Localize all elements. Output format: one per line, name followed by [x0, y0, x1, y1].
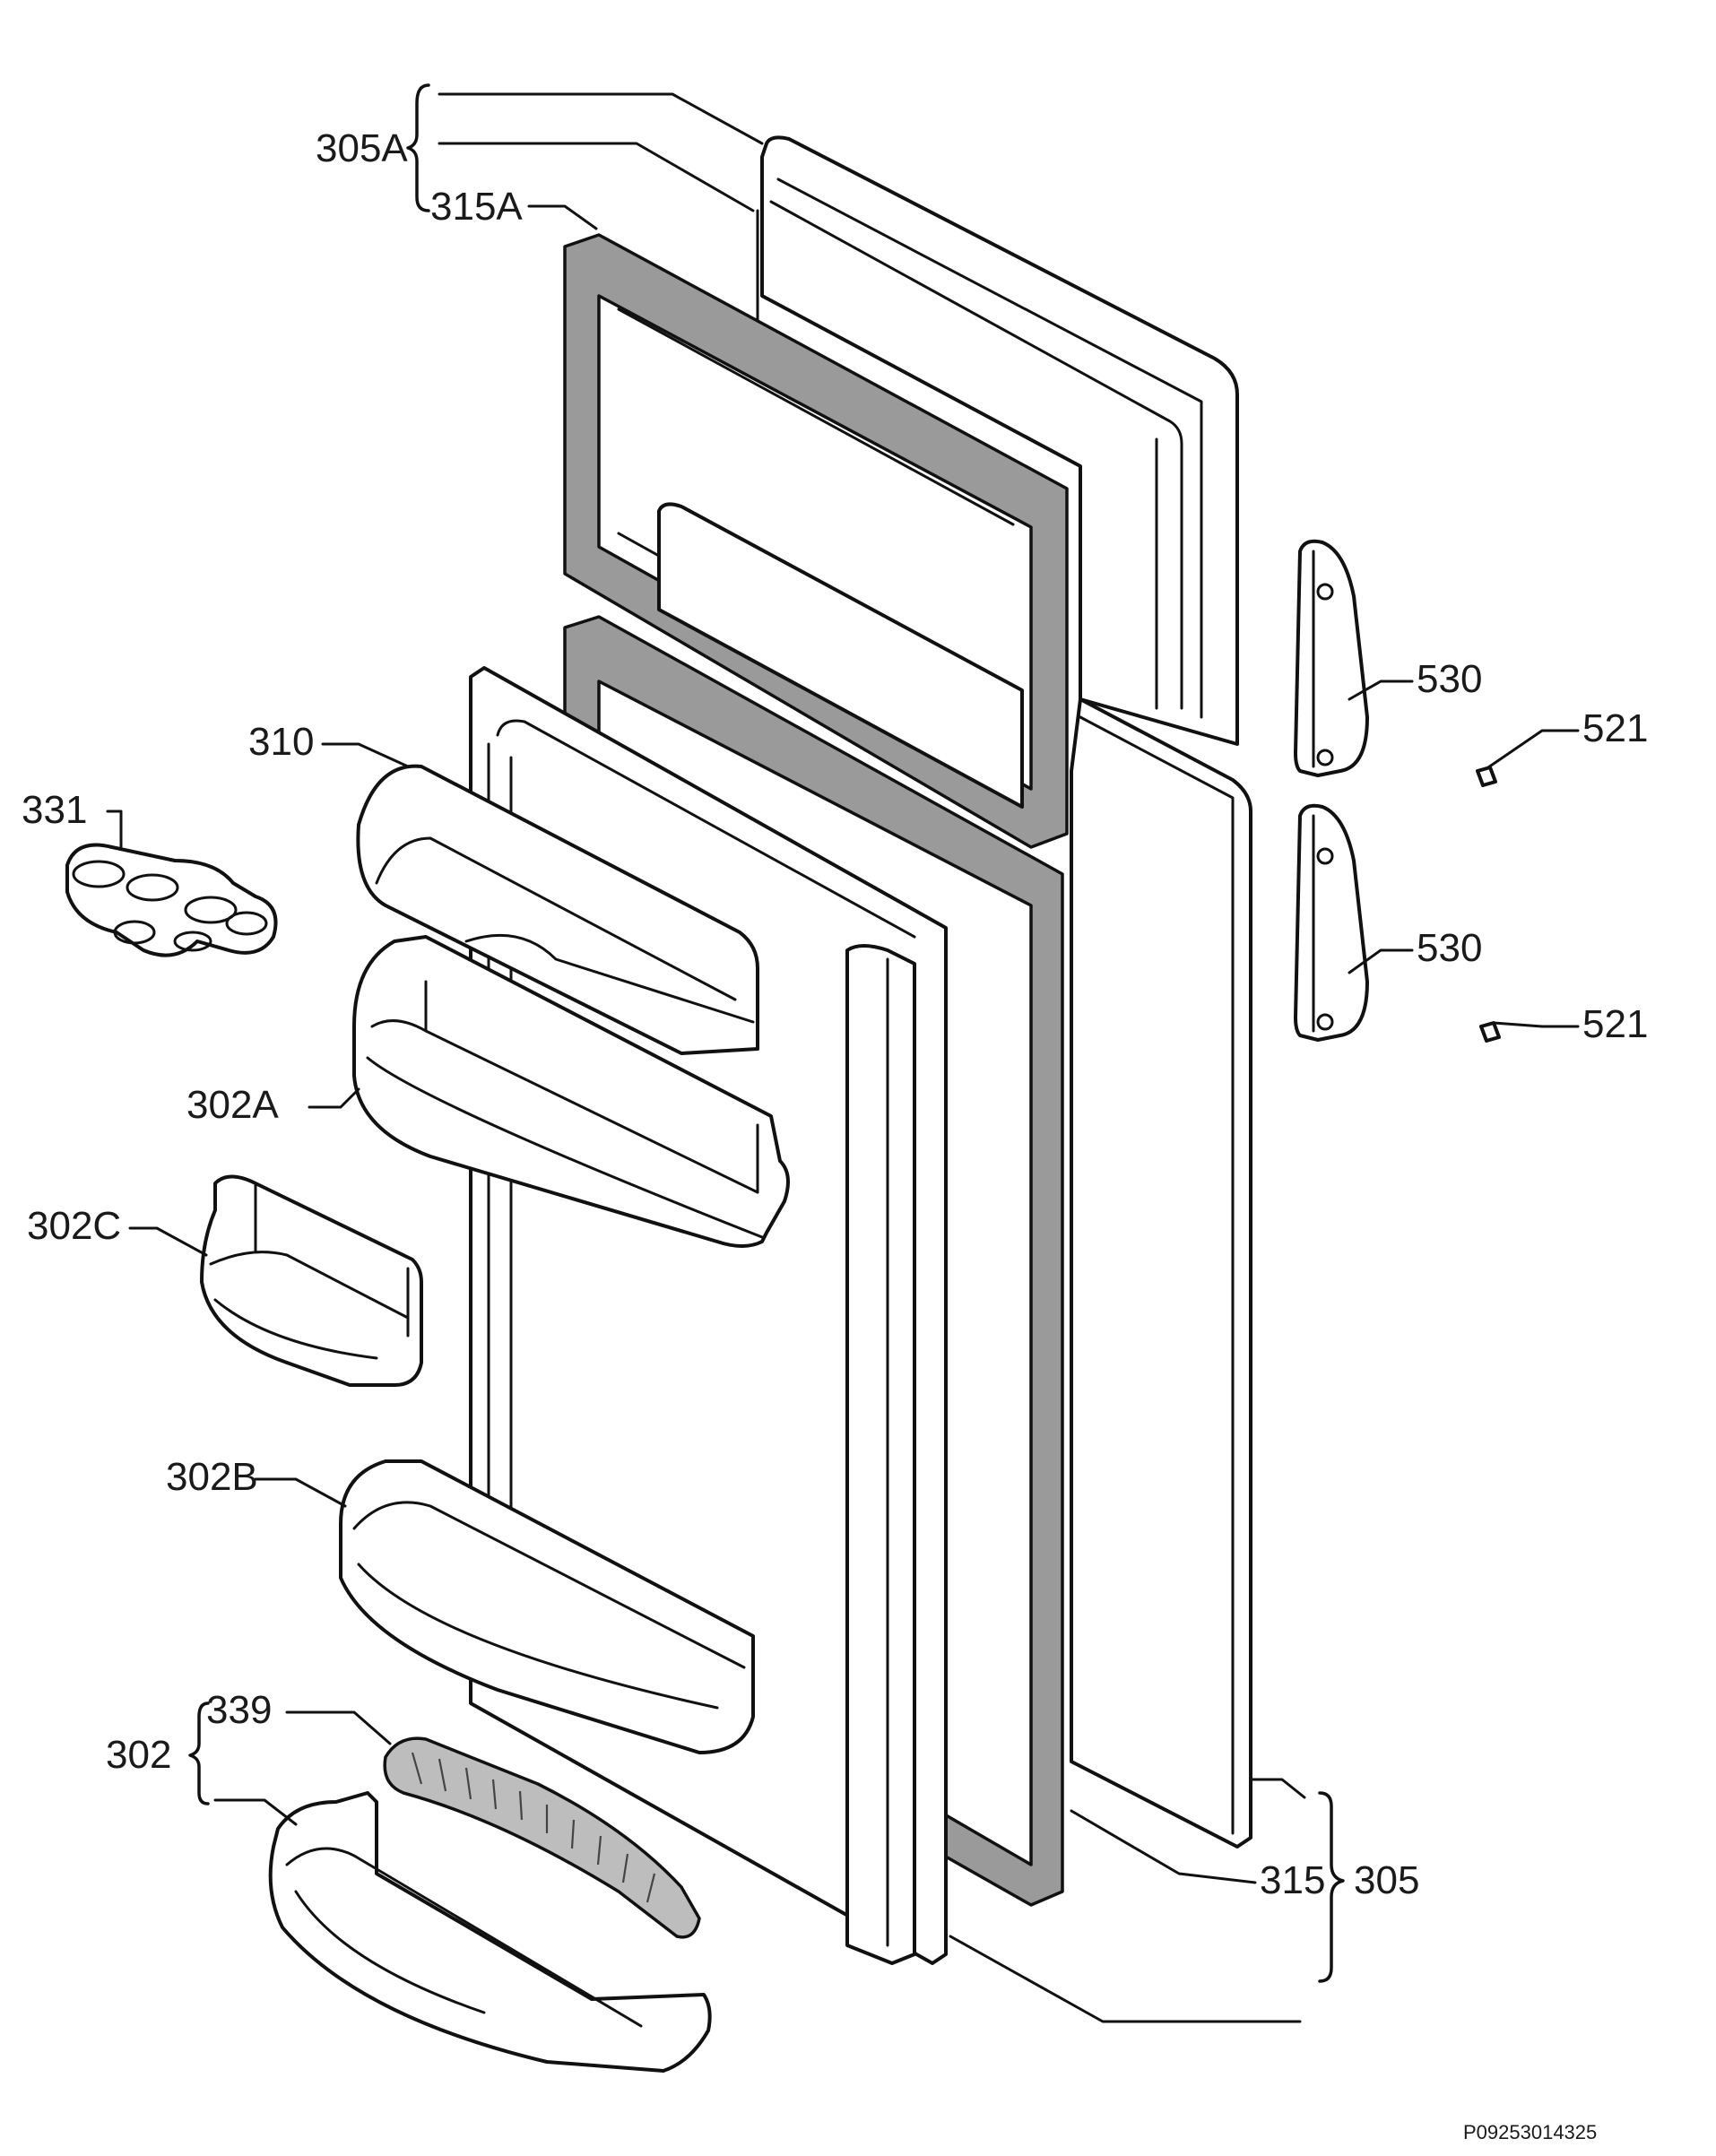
bracket-305	[1318, 1791, 1345, 1983]
label-530-upper: 530	[1417, 657, 1482, 701]
screw-lower	[1479, 1021, 1501, 1043]
callout-labels: 305A 315A 310 331 302A 302C 302B 339 302…	[22, 126, 1648, 1902]
door-handle-upper	[1294, 539, 1369, 777]
label-331: 331	[22, 788, 87, 832]
label-530-lower: 530	[1417, 926, 1482, 970]
screw-upper	[1476, 766, 1497, 787]
label-521-lower: 521	[1582, 1002, 1648, 1046]
dairy-compartment-lid	[356, 764, 759, 1055]
label-302B: 302B	[166, 1455, 258, 1499]
label-302: 302	[106, 1733, 171, 1777]
egg-tray	[65, 843, 278, 957]
door-shelf-upper	[352, 935, 790, 1248]
freezer-inner-liner	[657, 502, 1024, 809]
label-315: 315	[1260, 1858, 1325, 1902]
label-305A: 305A	[316, 126, 408, 170]
label-315A: 315A	[430, 185, 523, 229]
document-id: P09253014325	[1463, 2121, 1597, 2143]
bracket-302	[188, 1701, 210, 1805]
door-handle-lower	[1294, 803, 1369, 1042]
label-521-upper: 521	[1582, 706, 1648, 750]
fridge-door-panel	[1070, 697, 1252, 1849]
door-bin-small	[200, 1174, 423, 1387]
leader-lines	[106, 92, 1580, 2023]
door-bin-bottom	[268, 1791, 712, 2073]
label-339: 339	[206, 1688, 272, 1732]
door-shelf-middle	[339, 1459, 755, 1754]
bottle-retainer	[383, 1736, 701, 1939]
bracket-305A	[406, 83, 430, 212]
label-302C: 302C	[27, 1204, 121, 1248]
label-310: 310	[248, 720, 314, 764]
label-305: 305	[1354, 1858, 1419, 1902]
label-302A: 302A	[186, 1083, 279, 1127]
